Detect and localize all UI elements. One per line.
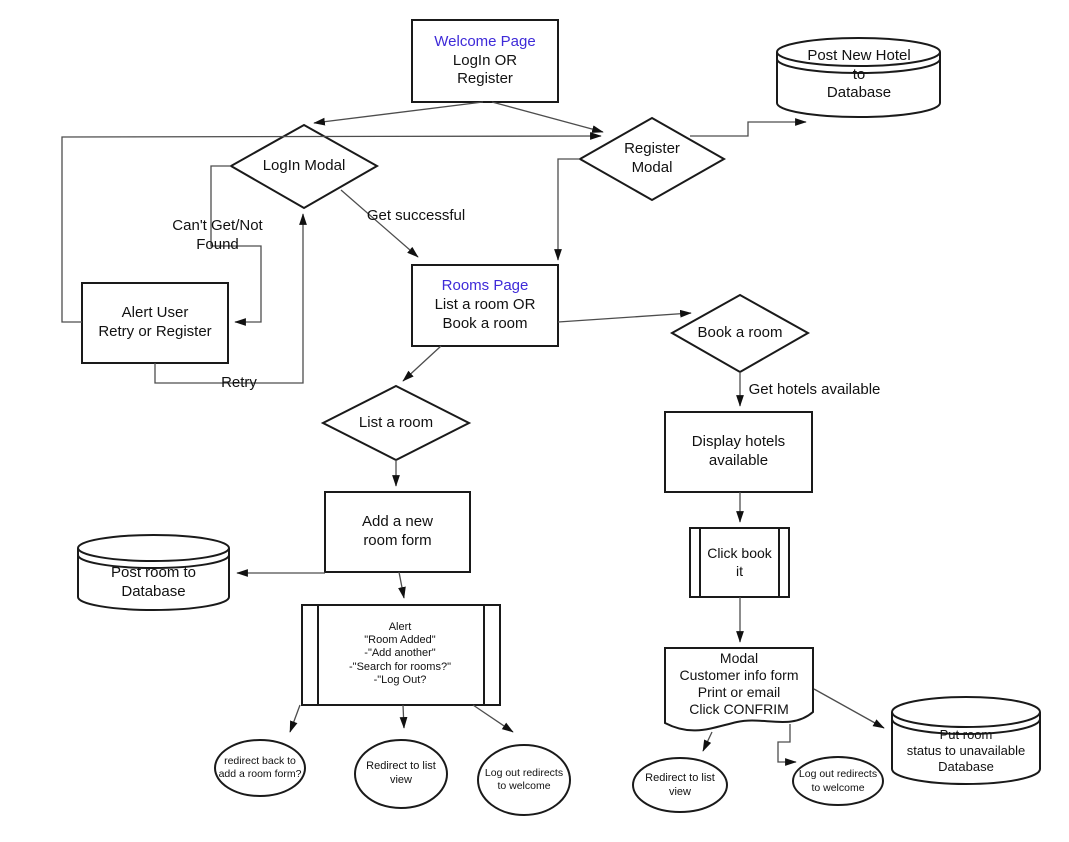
edge-welcome-to-register — [491, 101, 604, 133]
post-new-hotel-label: Post New Hotel to Database — [807, 46, 911, 102]
post-room-db-cylinder — [77, 534, 230, 611]
redirect-list-left-label: Redirect to list view — [366, 760, 436, 786]
register-modal-label: Register Modal — [624, 140, 680, 176]
edge-modal-to-redirectlist-right — [702, 731, 713, 752]
register-modal-diamond — [577, 116, 727, 202]
alert-user-label: Alert User Retry or Register — [98, 304, 212, 340]
edge-register-to-rooms — [554, 158, 580, 261]
list-a-room-label: List a room — [358, 413, 434, 431]
redirect-back-ellipse — [214, 739, 306, 797]
click-book-it-label: Click book it — [707, 545, 772, 579]
edge-label-get-successful: Get successful — [366, 206, 466, 224]
edge-modal-to-logout-right — [777, 724, 797, 766]
login-modal-label: LogIn Modal — [262, 156, 346, 174]
redirect-list-right-ellipse — [632, 757, 728, 813]
edge-alertuser-to-register — [61, 132, 602, 323]
put-room-status-cylinder — [891, 696, 1041, 785]
edge-welcome-to-login — [313, 101, 484, 126]
rooms-page-body: List a room OR Book a room — [434, 296, 536, 332]
logout-right-label: Log out redirects to welcome — [798, 768, 878, 794]
logout-left-label: Log out redirects to welcome — [484, 766, 564, 792]
modal-customer-document — [664, 647, 814, 732]
redirect-list-left-ellipse — [354, 739, 448, 809]
display-hotels-box — [664, 411, 813, 493]
edge-label-retry: Retry — [221, 373, 257, 391]
rooms-page-label: Rooms Page List a room OR Book a room — [413, 269, 557, 342]
welcome-page-label: Welcome Page LogIn OR Register — [413, 24, 557, 98]
display-hotels-label: Display hotels available — [691, 433, 786, 469]
edge-register-to-postnewhotel — [690, 118, 807, 137]
add-room-form-box — [324, 491, 471, 573]
rooms-page-title: Rooms Page — [441, 277, 529, 295]
post-room-db-label: Post room to Database — [110, 564, 197, 600]
welcome-page-body: LogIn OR Register — [452, 51, 518, 88]
logout-right-ellipse — [792, 756, 884, 806]
edge-label-cant-get: Can't Get/Not Found — [172, 217, 263, 253]
login-modal-diamond — [228, 123, 380, 210]
redirect-list-right-label: Redirect to list view — [645, 772, 715, 798]
post-new-hotel-cylinder — [776, 37, 941, 118]
edge-alert-to-redirectback — [289, 704, 301, 733]
click-book-it-box — [689, 527, 790, 598]
edge-rooms-to-book — [557, 309, 692, 323]
modal-customer-label: Modal Customer info form Print or email … — [679, 649, 799, 718]
alert-user-box — [81, 282, 229, 364]
edge-login-to-alertuser — [210, 165, 262, 326]
edge-alertuser-retry-to-login — [154, 213, 307, 384]
alert-room-added-box — [301, 604, 501, 706]
welcome-page-box — [411, 19, 559, 103]
edge-addroom-to-alert — [398, 571, 406, 599]
welcome-page-title: Welcome Page — [434, 32, 536, 50]
edge-rooms-to-listroom — [402, 345, 442, 382]
put-room-status-label: Put room status to unavailable Database — [906, 726, 1026, 775]
edge-label-get-hotels: Get hotels available — [748, 380, 881, 398]
edge-alert-to-logout-left — [472, 704, 514, 733]
rooms-page-box — [411, 264, 559, 347]
book-a-room-label: Book a room — [697, 323, 783, 341]
add-room-form-label: Add a new room form — [362, 513, 433, 549]
alert-room-added-label: Alert "Room Added" -"Add another" -"Sear… — [349, 621, 451, 686]
redirect-back-label: redirect back to add a room form? — [218, 754, 302, 780]
edge-alert-to-redirectlist-left — [399, 704, 408, 729]
edge-modal-to-putroom — [813, 688, 885, 729]
edge-login-to-rooms — [340, 189, 419, 258]
logout-left-ellipse — [477, 744, 571, 816]
